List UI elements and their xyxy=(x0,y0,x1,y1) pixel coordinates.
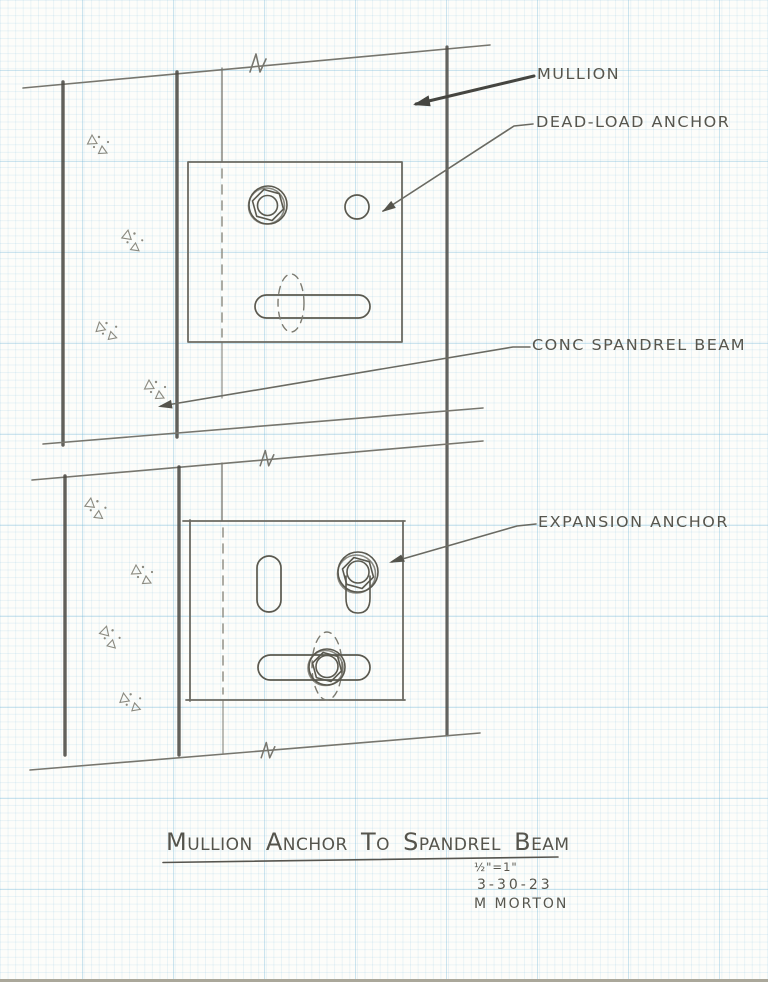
beam-bottom-edge-line xyxy=(42,407,484,445)
arrowhead xyxy=(389,554,405,563)
slotted-hole-vertical xyxy=(256,555,282,613)
slotted-hole-horizontal xyxy=(254,294,371,319)
callout-conc-spandrel-beam: CONC SPANDREL BEAM xyxy=(532,335,747,354)
callout-expansion-anchor: EXPANSION ANCHOR xyxy=(538,512,729,531)
aggregate-mark xyxy=(82,496,109,520)
break-symbol xyxy=(260,741,276,759)
aggregate-mark xyxy=(86,134,110,155)
callout-dead-load-anchor: DEAD-LOAD ANCHOR xyxy=(536,112,731,131)
paper-bottom-edge xyxy=(0,979,768,982)
beam-bottom-edge-line xyxy=(29,732,481,771)
aggregate-mark xyxy=(130,564,154,585)
top-detail-view xyxy=(22,44,491,737)
expansion-anchor-leader xyxy=(389,523,537,563)
aggregate-mark xyxy=(95,624,124,650)
bottom-detail-view xyxy=(29,440,484,771)
dead-load-anchor-leader xyxy=(382,123,534,212)
break-symbol xyxy=(249,53,267,73)
aggregate-mark xyxy=(118,690,143,713)
beam-top-edge-line xyxy=(22,44,491,89)
slot-bolt xyxy=(307,648,346,687)
title-underline xyxy=(162,856,559,864)
mullion-leader xyxy=(413,74,536,107)
aggregate-mark xyxy=(119,228,146,253)
callout-mullion: MULLION xyxy=(537,64,621,83)
expansion-anchor-bolt xyxy=(336,551,379,614)
hidden-bolt-dashed xyxy=(277,273,305,333)
arrowhead xyxy=(413,95,431,107)
break-symbol xyxy=(259,449,275,467)
beam-top-edge-line xyxy=(31,440,484,481)
drawing-author: M MORTON xyxy=(474,896,569,912)
arrowhead xyxy=(382,200,396,212)
drawing-title: Mullion Anchor To Spandrel Beam xyxy=(166,828,570,856)
drawing-date: 3-30-23 xyxy=(477,877,553,893)
aggregate-mark xyxy=(94,319,120,342)
aggregate-mark xyxy=(143,379,167,400)
leader-lines xyxy=(158,74,537,563)
conc-spandrel-beam-leader xyxy=(158,346,531,409)
dead-load-bolt xyxy=(247,185,288,225)
drawing-scale: ½"=1" xyxy=(474,860,518,874)
hidden-bolt-dashed xyxy=(311,631,343,701)
arrowhead xyxy=(158,399,173,409)
anchor-plate-outline xyxy=(182,519,406,702)
aggregate-marks xyxy=(82,134,167,713)
anchor-plate-outline xyxy=(187,161,403,343)
anchor-hole xyxy=(344,194,370,220)
